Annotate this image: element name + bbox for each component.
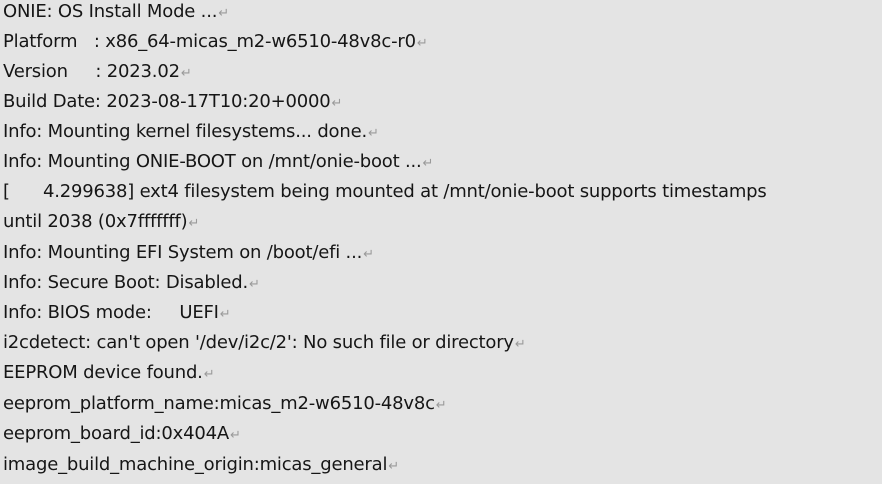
log-line: Build Date: 2023-08-17T10:20+0000↵ xyxy=(3,87,342,117)
log-line-text: Info: Mounting kernel filesystems... don… xyxy=(3,121,367,142)
return-icon: ↵ xyxy=(219,307,231,322)
return-icon: ↵ xyxy=(331,96,343,111)
log-line: Info: Mounting kernel filesystems... don… xyxy=(3,117,379,147)
log-line-text: image_build_machine_origin:micas_general xyxy=(3,454,388,475)
log-line-text: i2cdetect: can't open '/dev/i2c/2': No s… xyxy=(3,332,514,353)
return-icon: ↵ xyxy=(367,126,379,141)
return-icon: ↵ xyxy=(249,277,260,292)
log-line: until 2038 (0x7fffffff)↵ xyxy=(3,207,199,237)
log-line: Info: Mounting ONIE-BOOT on /mnt/onie-bo… xyxy=(3,147,433,177)
return-icon: ↵ xyxy=(416,36,428,51)
log-line-text: eeprom_board_id:0x404A xyxy=(3,423,229,444)
return-icon: ↵ xyxy=(422,156,434,171)
log-line-text: until 2038 (0x7fffffff) xyxy=(3,211,188,232)
log-line-text: Platform : x86_64-micas_m2-w6510-48v8c-r… xyxy=(3,31,416,52)
log-line-text: EEPROM device found. xyxy=(3,362,203,383)
return-icon: ↵ xyxy=(180,66,192,81)
log-line-text: Info: BIOS mode: UEFI xyxy=(3,302,219,323)
return-icon: ↵ xyxy=(388,459,399,474)
log-line: image_build_machine_origin:micas_general… xyxy=(3,450,399,480)
log-line: eeprom_board_id:0x404A↵ xyxy=(3,419,241,449)
return-icon: ↵ xyxy=(218,6,229,21)
log-line-text: Info: Mounting EFI System on /boot/efi .… xyxy=(3,242,363,263)
log-line-text: eeprom_platform_name:micas_m2-w6510-48v8… xyxy=(3,393,435,414)
log-line-text: [ 4.299638] ext4 filesystem being mounte… xyxy=(3,181,767,202)
log-line: [ 4.299638] ext4 filesystem being mounte… xyxy=(3,177,767,207)
log-line: eeprom_platform_name:micas_m2-w6510-48v8… xyxy=(3,389,447,419)
log-line-text: Build Date: 2023-08-17T10:20+0000 xyxy=(3,91,331,112)
log-line-text: ONIE: OS Install Mode ... xyxy=(3,1,218,22)
return-icon: ↵ xyxy=(188,216,200,231)
return-icon: ↵ xyxy=(363,247,374,262)
log-line: Platform : x86_64-micas_m2-w6510-48v8c-r… xyxy=(3,27,428,57)
log-line: EEPROM device found.↵ xyxy=(3,358,215,388)
return-icon: ↵ xyxy=(514,337,526,352)
log-line: Info: Mounting EFI System on /boot/efi .… xyxy=(3,238,374,268)
log-line: ONIE: OS Install Mode ...↵ xyxy=(3,0,229,27)
log-line-text: Info: Secure Boot: Disabled. xyxy=(3,272,248,293)
log-line: Version : 2023.02↵ xyxy=(3,57,192,87)
return-icon: ↵ xyxy=(203,367,215,382)
return-icon: ↵ xyxy=(435,398,447,413)
return-icon: ↵ xyxy=(229,428,241,443)
log-line-text: Info: Mounting ONIE-BOOT on /mnt/onie-bo… xyxy=(3,151,422,172)
log-line: Info: BIOS mode: UEFI↵ xyxy=(3,298,231,328)
log-line: i2cdetect: can't open '/dev/i2c/2': No s… xyxy=(3,328,526,358)
log-line: Info: Secure Boot: Disabled.↵ xyxy=(3,268,260,298)
log-line-text: Version : 2023.02 xyxy=(3,61,180,82)
